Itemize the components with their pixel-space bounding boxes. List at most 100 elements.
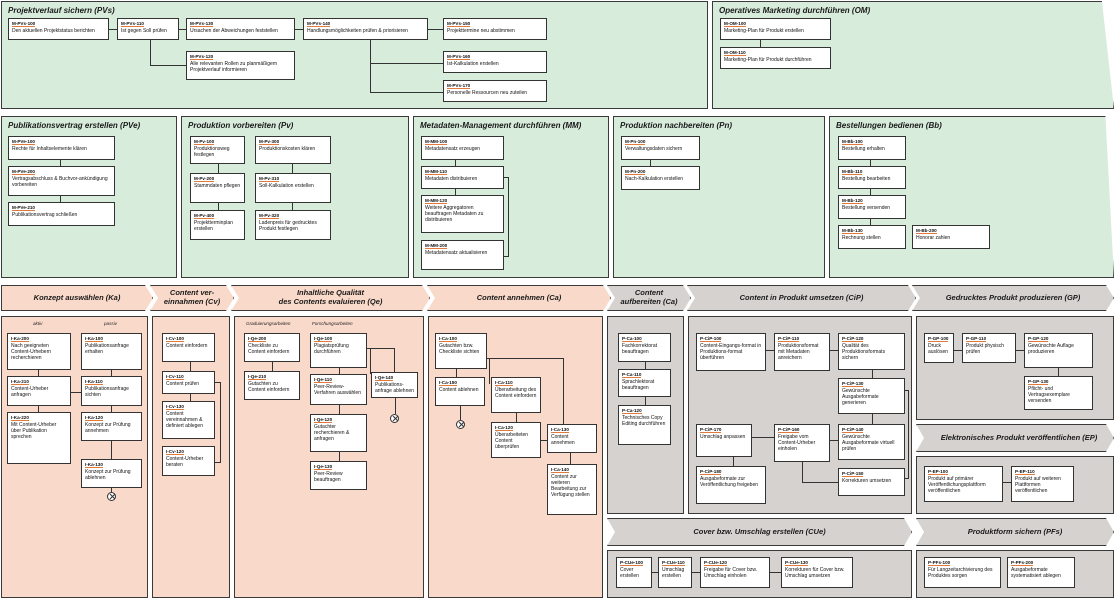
connector-line — [190, 394, 191, 401]
connector-line — [395, 398, 396, 414]
header-gp-label: Gedrucktes Produkt produzieren (GP) — [945, 292, 1081, 302]
header-gp: Gedrucktes Produkt produzieren (GP) — [912, 285, 1114, 311]
connector-line — [38, 370, 39, 376]
box-id: I-Cv-130 — [166, 404, 184, 410]
connector-line — [652, 572, 658, 573]
box-id: M-PVs-100 — [12, 21, 36, 27]
connector-line — [292, 203, 293, 210]
box-label: Gewünschte Ausgabeformate generieren — [842, 387, 879, 407]
box-label: Content-Urheber beraten — [166, 455, 204, 468]
connector-line — [190, 362, 191, 371]
connector-line — [339, 405, 340, 414]
header-cip-label: Content in Produkt umsetzen (CiP) — [739, 292, 864, 302]
connector-line — [215, 382, 221, 383]
header-ka: Konzept auswählen (Ka) — [1, 285, 153, 311]
connector-line — [870, 219, 871, 225]
box-id: P-CiP-150 — [842, 471, 864, 477]
connector-line — [905, 478, 909, 479]
header-ca-aufbereiten: Content aufbereiten (Ca) — [607, 285, 691, 311]
connector-line — [60, 196, 61, 202]
box-id: M-PVe-200 — [12, 169, 35, 175]
